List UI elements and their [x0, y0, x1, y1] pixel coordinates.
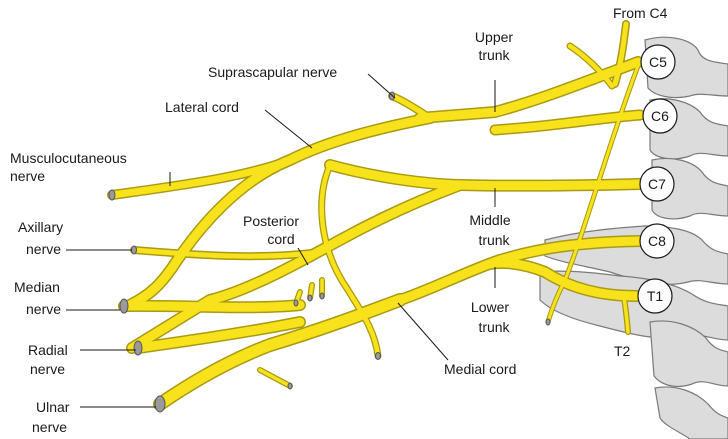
label-radial-line2: nerve — [30, 361, 65, 377]
middle-trunk — [330, 165, 640, 186]
root-node-t1: T1 — [638, 279, 672, 313]
label-axillary-line2: nerve — [26, 241, 61, 257]
root-label-t1: T1 — [647, 288, 664, 304]
root-label-c6: C6 — [651, 108, 669, 124]
label-posterior-cord-line2: cord — [267, 231, 294, 247]
posterior-twig-end-1 — [294, 300, 298, 306]
label-middle-trunk-line2: trunk — [478, 232, 510, 248]
root-node-c5: C5 — [641, 45, 675, 79]
label-lower-trunk-line1: Lower — [471, 299, 509, 315]
label-ulnar-line1: Ulnar — [36, 399, 70, 415]
label-upper-trunk-line1: Upper — [475, 29, 513, 45]
root-node-c6: C6 — [643, 99, 677, 133]
label-musculocutaneous-line1: Musculocutaneous — [10, 150, 127, 166]
label-lateral-cord: Lateral cord — [165, 99, 239, 115]
median-end — [120, 299, 128, 313]
label-musculocutaneous-line2: nerve — [10, 168, 45, 184]
posterior-twig-end-2 — [308, 295, 312, 301]
root-label-c5: C5 — [649, 54, 667, 70]
root-label-c7: C7 — [648, 176, 666, 192]
posterior-twig-end-3 — [320, 293, 324, 299]
label-ulnar-line2: nerve — [32, 419, 67, 435]
label-t2: T2 — [614, 343, 631, 359]
nerves — [109, 24, 640, 412]
median-nerve — [124, 305, 300, 307]
root-label-c8: C8 — [648, 233, 666, 249]
label-medial-cord: Medial cord — [444, 361, 516, 377]
label-median-line2: nerve — [26, 301, 61, 317]
twig-end — [288, 383, 292, 389]
axillary-end — [132, 246, 137, 254]
label-median-line1: Median — [14, 279, 60, 295]
musculocutaneous-end — [109, 190, 115, 200]
ulnar-end — [155, 396, 165, 412]
long-root-end — [546, 319, 550, 325]
leader-medial-cord — [398, 303, 448, 360]
root-node-c7: C7 — [640, 167, 674, 201]
loop-end — [376, 353, 381, 360]
label-lower-trunk-line2: trunk — [478, 319, 510, 335]
label-axillary-line1: Axillary — [18, 219, 63, 235]
label-upper-trunk-line2: trunk — [478, 47, 510, 63]
label-from-c4: From C4 — [613, 5, 668, 21]
root-node-c8: C8 — [640, 224, 674, 258]
vertebra-lowest — [655, 387, 728, 439]
label-radial-line1: Radial — [28, 342, 68, 358]
radial-end — [134, 341, 142, 355]
leader-suprascapular — [368, 74, 395, 98]
label-middle-trunk-line1: Middle — [469, 212, 510, 228]
label-suprascapular-nerve: Suprascapular nerve — [208, 64, 337, 80]
labels: From C4 Upper trunk Suprascapular nerve … — [10, 5, 668, 435]
label-posterior-cord-line1: Posterior — [243, 213, 299, 229]
leader-lateral-cord — [265, 110, 312, 148]
